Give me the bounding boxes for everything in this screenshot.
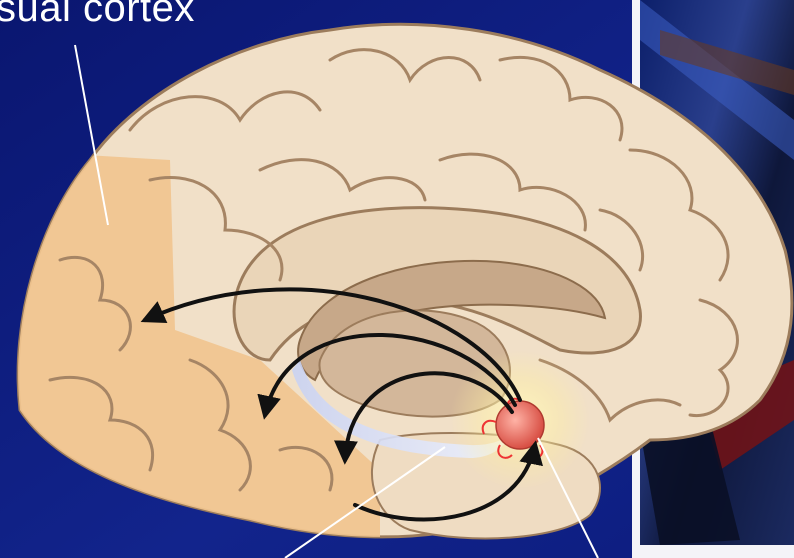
nucleus-marker — [496, 401, 544, 449]
visual-cortex-label: sual cortex — [0, 0, 195, 31]
